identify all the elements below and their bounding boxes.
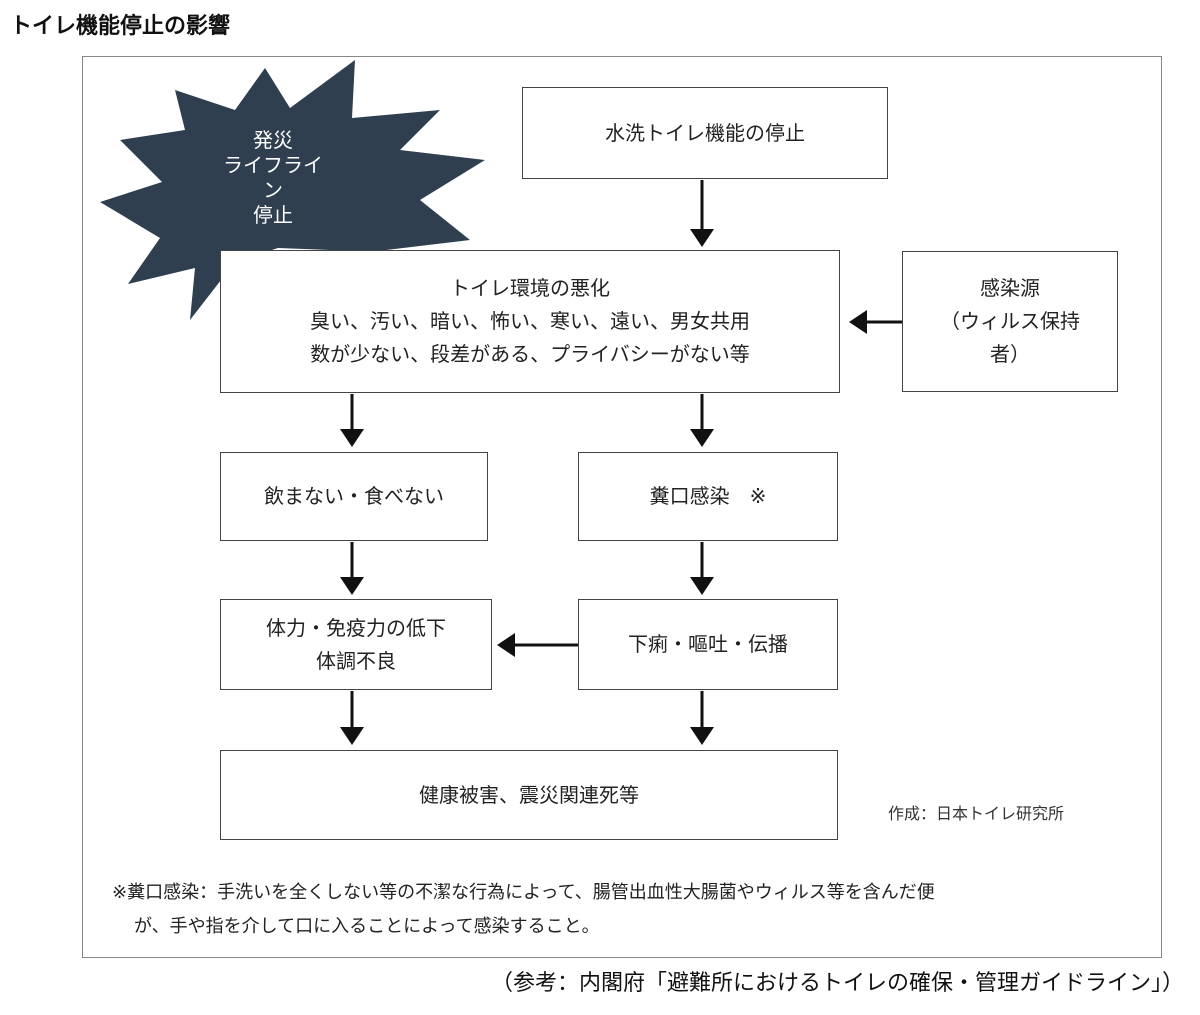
node-no-eat: 飲まない・食べない: [220, 452, 488, 541]
reference-text: （参考：内閣府「避難所におけるトイレの確保・管理ガイドライン」）: [490, 971, 1184, 996]
footnote: ※糞口感染：手洗いを全くしない等の不潔な行為によって、腸管出血性大腸菌やウィルス…: [112, 876, 935, 944]
node-health-damage: 健康被害、震災関連死等: [220, 750, 838, 840]
starburst-shape: [100, 60, 485, 320]
node-flush-stop: 水洗トイレ機能の停止: [522, 87, 888, 179]
node-env-worse: トイレ環境の悪化 臭い、汚い、暗い、怖い、寒い、遠い、男女共用 数が少ない、段差…: [220, 250, 840, 393]
page-title: トイレ機能停止の影響: [10, 14, 231, 39]
node-immunity-down: 体力・免疫力の低下 体調不良: [220, 599, 492, 690]
credit-text: 作成：日本トイレ研究所: [888, 804, 1065, 823]
node-infection-source: 感染源 （ウィルス保持 者）: [902, 251, 1118, 392]
node-diarrhea: 下痢・嘔吐・伝播: [578, 599, 838, 690]
starburst-label: 発災 ライフライ ン 停止: [223, 128, 323, 227]
footnote-line-1: ※糞口感染：手洗いを全くしない等の不潔な行為によって、腸管出血性大腸菌やウィルス…: [112, 882, 935, 903]
footnote-line-2: が、手や指を介して口に入ることによって感染すること。: [134, 916, 600, 938]
node-fecal-oral: 糞口感染 ※: [578, 452, 838, 541]
